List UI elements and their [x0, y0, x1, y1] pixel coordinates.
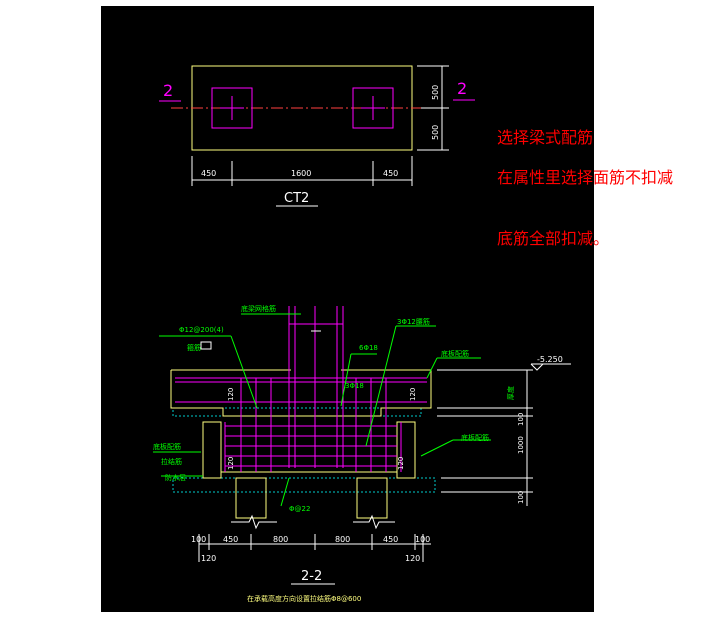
pile-right: [352, 87, 394, 129]
cushion-layer: [172, 407, 422, 417]
label-waterproof: 防水层: [165, 473, 186, 482]
section-dim-bottom-5: 450: [383, 535, 398, 544]
label-stirrup-note: 箍筋: [187, 343, 201, 352]
label-6d18: 6Φ18: [359, 344, 378, 352]
leader-lines: [153, 313, 491, 507]
label-side-bars-right: 底板配筋: [461, 433, 489, 442]
section-dim-under-1: 120: [201, 554, 216, 563]
label-base-bar: Φ@22: [289, 505, 310, 513]
inner-dim-2: 120: [409, 388, 417, 401]
section-dim-bottom-3: 800: [273, 535, 288, 544]
plan-title: CT2: [284, 191, 309, 206]
inner-dim-4: 120: [397, 457, 405, 470]
section-dim-right-3: 100: [517, 491, 525, 504]
plan-dim-right-2: 500: [431, 125, 440, 140]
elevation-marker: -5.250: [530, 355, 571, 371]
section-dim-right-2: 1000: [517, 436, 525, 454]
plan-view: 2 2 450 1600 450 500 500 CT2: [159, 65, 475, 207]
section-dim-under-2: 120: [405, 554, 420, 563]
section-dim-right-1: 100: [517, 413, 525, 426]
section-view: 120 120 120 120 底梁网格筋 Φ12@200(4) 箍筋: [153, 304, 571, 603]
section-title: 2-2: [301, 569, 322, 584]
section-footnote: 在承载高度方向设置拉结筋Φ8@600: [247, 594, 361, 603]
label-bottom-bars-right: 底板配筋: [441, 349, 469, 358]
cap-rebar: [175, 377, 427, 472]
column-rebar: [288, 306, 344, 468]
thickness-label: 厚度: [506, 386, 515, 400]
plan-dim-bottom-2: 1600: [291, 169, 311, 178]
label-tie: 拉结筋: [161, 457, 182, 466]
section-dim-bottom-4: 800: [335, 535, 350, 544]
section-dim-bottom-2: 450: [223, 535, 238, 544]
label-stirrup: Φ12@200(4): [179, 326, 224, 334]
cad-drawing-canvas: 2 2 450 1600 450 500 500 CT2: [101, 6, 594, 612]
section-dim-bottom-1: 100: [191, 535, 206, 544]
plan-dim-bottom-1: 450: [201, 169, 216, 178]
section-marker-right: 2: [457, 79, 467, 98]
base-layer: [172, 477, 436, 493]
cap-outline: [170, 369, 432, 519]
section-marker-left: 2: [163, 81, 173, 100]
cad-svg: 2 2 450 1600 450 500 500 CT2: [153, 65, 571, 603]
pile-left: [211, 87, 253, 129]
note-1: 选择梁式配筋: [497, 128, 594, 147]
label-top-bars: 3Φ12腰筋: [397, 317, 430, 326]
plan-dim-bottom-3: 450: [383, 169, 398, 178]
elevation-label: -5.250: [537, 355, 563, 364]
inner-dim-3: 120: [227, 457, 235, 470]
label-3d18: 3Φ18: [345, 382, 364, 390]
note-3: 底筋全部扣减。: [497, 229, 610, 248]
section-dim-bottom-6: 100: [415, 535, 430, 544]
label-beam-bars: 底梁网格筋: [241, 304, 276, 313]
plan-dim-right-1: 500: [431, 85, 440, 100]
label-bottom-bars-left: 底板配筋: [153, 442, 181, 451]
note-2: 在属性里选择面筋不扣减: [497, 168, 674, 187]
inner-dim-1: 120: [227, 388, 235, 401]
